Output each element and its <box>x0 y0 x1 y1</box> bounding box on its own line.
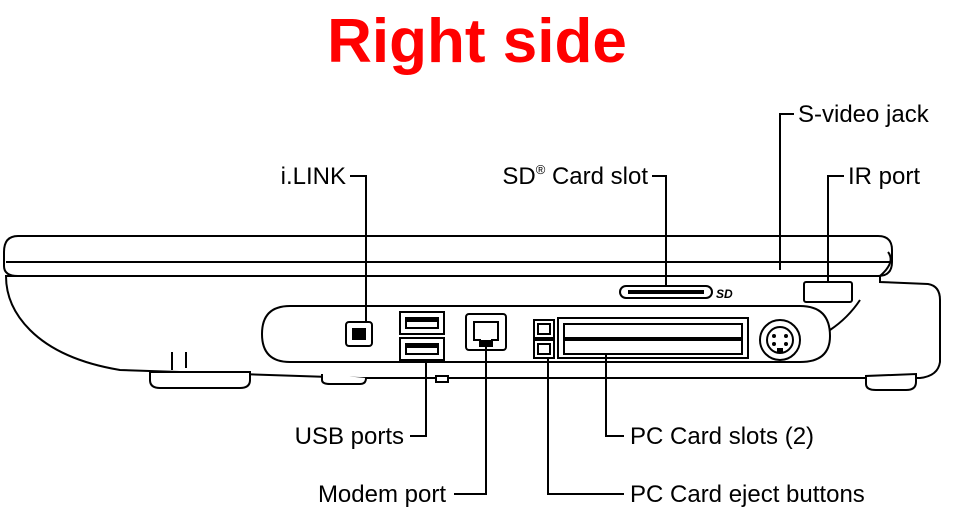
usb-port-bottom-tongue <box>406 344 438 348</box>
ilink-label: i.LINK <box>281 163 346 190</box>
pc-card-slots-label: PC Card slots (2) <box>630 423 814 450</box>
ilink-callout-line <box>350 175 367 322</box>
foot-right <box>865 372 917 391</box>
svideo-key <box>777 348 783 352</box>
svideo-pin <box>772 334 776 338</box>
foot-left <box>149 371 251 389</box>
ir-port <box>803 281 853 303</box>
svideo-pin <box>784 342 788 346</box>
ir-port-callout-line <box>827 175 844 282</box>
modem-port-callout-line <box>454 346 487 495</box>
sd-card-slot-label-prefix: SD <box>502 163 535 190</box>
pc-card-slot-top[interactable] <box>563 323 743 339</box>
svideo-pin <box>784 334 788 338</box>
usb-ports-label: USB ports <box>295 423 404 450</box>
sd-card-slot-callout-line <box>652 175 667 286</box>
usb-ports[interactable] <box>399 311 445 361</box>
registered-mark: ® <box>536 162 546 177</box>
usb-ports-callout-line <box>410 360 427 437</box>
ilink-port-opening <box>352 328 366 340</box>
eject-inner-bottom <box>537 343 551 355</box>
svideo-jack[interactable] <box>759 319 801 361</box>
pc-card-eject-buttons-callout-line <box>547 358 624 495</box>
sd-logo: SD <box>716 287 733 301</box>
sd-card-slot-label: SD® Card slot <box>502 162 648 190</box>
pc-card-slots-callout-line <box>605 354 624 437</box>
svideo-jack-label: S-video jack <box>798 101 930 128</box>
page-title: Right side <box>327 7 627 76</box>
laptop-lid <box>3 235 893 277</box>
eject-inner-top <box>537 323 551 335</box>
foot-small <box>435 375 449 383</box>
modem-port-label: Modem port <box>318 481 446 508</box>
modem-port-contacts <box>480 340 492 346</box>
ir-port-label: IR port <box>848 163 920 190</box>
foot-mid <box>321 374 367 385</box>
svideo-jack-callout-line <box>779 113 794 270</box>
pc-card-slot-bottom[interactable] <box>563 339 743 355</box>
sd-card-slot-label-suffix: Card slot <box>545 163 648 190</box>
pc-card-eject-buttons-label: PC Card eject buttons <box>630 481 865 508</box>
svideo-jack-inner <box>766 326 794 354</box>
svideo-pin <box>772 342 776 346</box>
sd-card-slot-opening <box>628 290 704 294</box>
base-right-contour <box>879 251 892 277</box>
usb-port-top-tongue <box>406 318 438 322</box>
panel-curve-right <box>829 299 861 331</box>
